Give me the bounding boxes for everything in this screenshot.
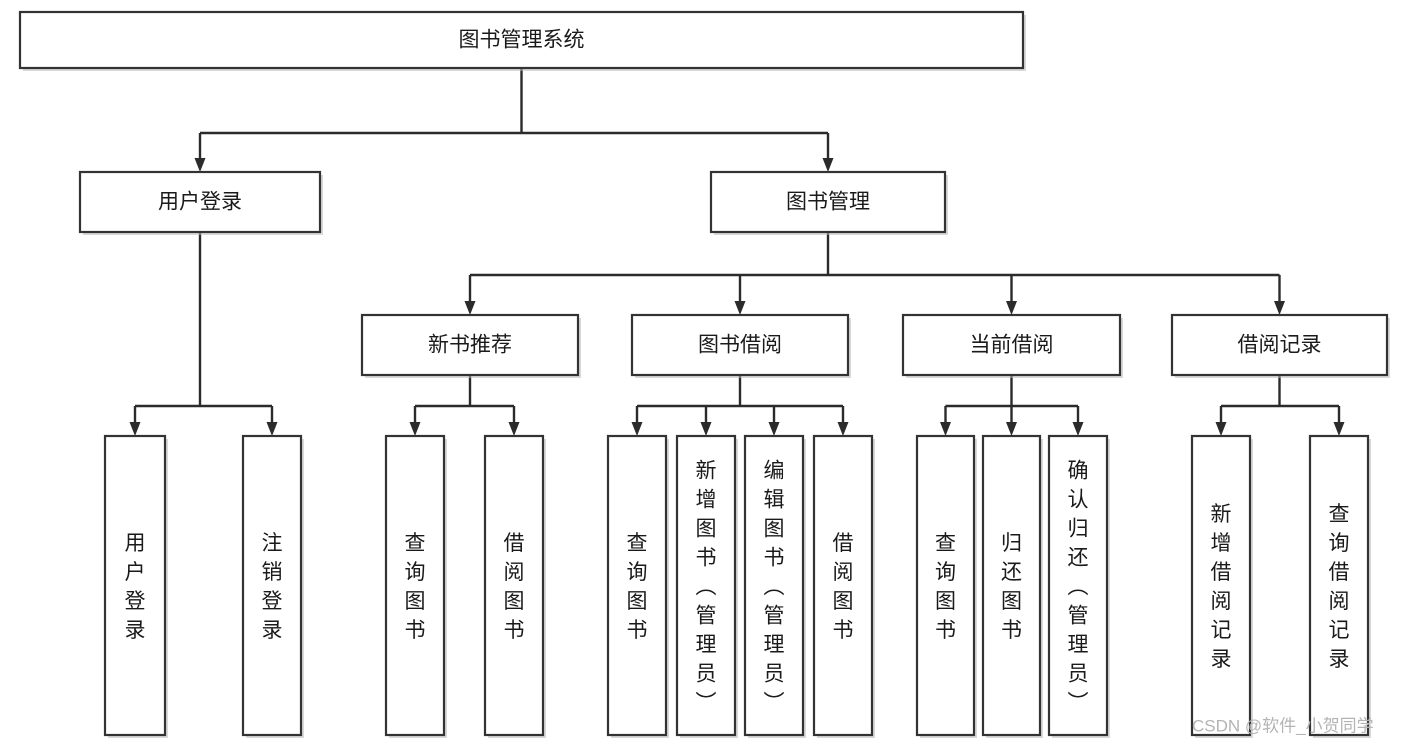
node-label: 图书管理 [786, 191, 870, 214]
node-leaf-borrow-book-1[interactable]: 借阅图书 [483, 434, 546, 738]
nodes-layer: 图书管理系统用户登录图书管理新书推荐图书借阅当前借阅借阅记录用户登录注销登录查询… [18, 10, 1390, 738]
node-root[interactable]: 图书管理系统 [18, 10, 1026, 71]
node-leaf-add-book[interactable]: 新增图书︵管理员︶ [675, 434, 738, 738]
connector-arrow [631, 406, 643, 436]
node-label: 图书管理系统 [459, 29, 585, 52]
node-box[interactable] [1170, 313, 1389, 377]
connector-arrow [194, 133, 206, 172]
node-leaf-add-record[interactable]: 新增借阅记录 [1190, 434, 1253, 738]
node-box[interactable] [18, 10, 1025, 70]
node-box[interactable] [630, 313, 850, 377]
node-label: 新增图书︵管理员︶ [696, 460, 717, 715]
node-label: 新增借阅记录 [1211, 503, 1232, 671]
node-label: 查询图书 [935, 532, 956, 642]
node-box[interactable] [78, 170, 322, 234]
node-label: 归还图书 [1001, 532, 1022, 642]
node-label: 借阅记录 [1238, 334, 1322, 357]
connector-arrow [1072, 406, 1084, 436]
node-box[interactable] [675, 434, 737, 737]
node-label: 编辑图书︵管理员︶ [764, 460, 785, 715]
node-leaf-user-login[interactable]: 用户登录 [103, 434, 168, 738]
connector-arrow [822, 133, 834, 172]
node-box[interactable] [981, 434, 1042, 737]
node-label: 查询图书 [405, 532, 426, 642]
node-leaf-query-book-1[interactable]: 查询图书 [384, 434, 447, 738]
node-book-borrow[interactable]: 图书借阅 [630, 313, 851, 378]
node-leaf-borrow-book-2[interactable]: 借阅图书 [812, 434, 875, 738]
node-current-borrow[interactable]: 当前借阅 [901, 313, 1123, 378]
connector-arrow [1006, 406, 1017, 436]
connector-arrow [129, 406, 141, 436]
connector-arrow [266, 406, 278, 436]
node-box[interactable] [384, 434, 446, 737]
connectors-layer [129, 68, 1345, 436]
node-label: 借阅图书 [833, 532, 854, 642]
node-leaf-query-book-2[interactable]: 查询图书 [606, 434, 669, 738]
node-label: 当前借阅 [970, 334, 1054, 357]
connector-arrow [1274, 275, 1285, 315]
node-user-login[interactable]: 用户登录 [78, 170, 323, 235]
node-box[interactable] [1190, 434, 1252, 737]
connector-arrow [1215, 406, 1227, 436]
connector-arrow [940, 406, 951, 436]
node-label: 用户登录 [125, 532, 146, 642]
node-label: 借阅图书 [504, 532, 525, 642]
node-box[interactable] [812, 434, 874, 737]
node-label: 注销登录 [262, 532, 283, 642]
node-leaf-user-logout[interactable]: 注销登录 [241, 434, 304, 738]
node-borrow-record[interactable]: 借阅记录 [1170, 313, 1390, 378]
node-leaf-confirm-return[interactable]: 确认归还︵管理员︶ [1047, 434, 1110, 738]
node-leaf-query-record[interactable]: 查询借阅记录 [1308, 434, 1371, 738]
node-box[interactable] [483, 434, 545, 737]
node-label: 图书借阅 [698, 334, 782, 357]
connector-arrow [409, 406, 421, 436]
node-label: 查询借阅记录 [1329, 503, 1350, 671]
node-leaf-return-book[interactable]: 归还图书 [981, 434, 1043, 738]
node-box[interactable] [606, 434, 668, 737]
node-box[interactable] [901, 313, 1122, 377]
node-box[interactable] [1047, 434, 1109, 737]
node-box[interactable] [103, 434, 167, 737]
node-box[interactable] [709, 170, 947, 234]
csdn-watermark: CSDN @软件_小贺同学 [1192, 716, 1374, 735]
connector-arrow [700, 406, 712, 436]
connector-arrow [768, 406, 780, 436]
connector-arrow [1006, 275, 1017, 315]
node-new-book-recommend[interactable]: 新书推荐 [360, 313, 581, 378]
node-label: 确认归还︵管理员︶ [1068, 460, 1089, 715]
node-label: 用户登录 [158, 191, 242, 214]
node-box[interactable] [743, 434, 805, 737]
node-label: 查询图书 [627, 532, 648, 642]
node-box[interactable] [1308, 434, 1370, 737]
node-book-manage[interactable]: 图书管理 [709, 170, 948, 235]
connector-arrow [464, 275, 476, 315]
connector-arrow [508, 406, 520, 436]
connector-arrow [1333, 406, 1345, 436]
node-box[interactable] [915, 434, 976, 737]
node-leaf-edit-book[interactable]: 编辑图书︵管理员︶ [743, 434, 806, 738]
node-box[interactable] [241, 434, 303, 737]
node-box[interactable] [360, 313, 580, 377]
node-label: 新书推荐 [428, 334, 512, 357]
connector-arrow [837, 406, 849, 436]
connector-arrow [734, 275, 746, 315]
node-leaf-query-book-3[interactable]: 查询图书 [915, 434, 977, 738]
